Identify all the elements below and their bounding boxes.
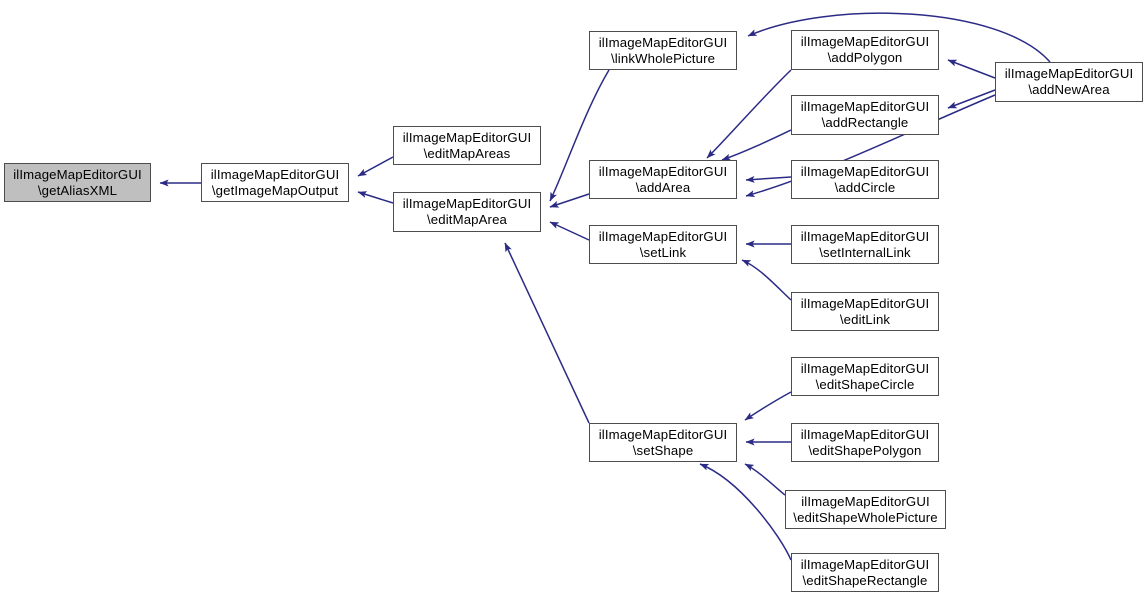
node-class-label: ilImageMapEditorGUI <box>13 166 142 182</box>
graph-edge <box>549 193 590 208</box>
graph-edge <box>745 175 792 183</box>
node-class-label: ilImageMapEditorGUI <box>800 360 930 376</box>
graph-edge <box>549 221 590 241</box>
graph-node-setInternalLink[interactable]: ilImageMapEditorGUI\setInternalLink <box>791 225 939 264</box>
node-method-label: \setLink <box>639 244 687 260</box>
node-method-label: \editMapAreas <box>423 145 511 161</box>
node-class-label: ilImageMapEditorGUI <box>402 129 532 145</box>
node-method-label: \editShapeCircle <box>815 376 915 392</box>
graph-node-addNewArea[interactable]: ilImageMapEditorGUI\addNewArea <box>995 62 1143 102</box>
node-method-label: \addRectangle <box>821 115 909 130</box>
node-class-label: ilImageMapEditorGUI <box>598 426 728 442</box>
node-class-label: ilImageMapEditorGUI <box>402 196 532 211</box>
node-method-label: \addCircle <box>834 179 896 195</box>
graph-node-addArea[interactable]: ilImageMapEditorGUI\addArea <box>589 160 737 199</box>
node-method-label: \setInternalLink <box>819 244 911 260</box>
graph-edge <box>947 89 996 109</box>
graph-edge <box>744 391 792 421</box>
node-method-label: \getAliasXML <box>37 182 118 198</box>
node-class-label: ilImageMapEditorGUI <box>598 34 728 50</box>
graph-edge <box>504 242 590 424</box>
node-class-label: ilImageMapEditorGUI <box>598 228 728 244</box>
node-class-label: ilImageMapEditorGUI <box>801 493 930 509</box>
graph-node-addRectangle[interactable]: ilImageMapEditorGUI\addRectangle <box>791 95 939 135</box>
graph-node-setLink[interactable]: ilImageMapEditorGUI\setLink <box>589 225 737 264</box>
graph-edge <box>699 463 792 561</box>
node-class-label: ilImageMapEditorGUI <box>800 426 930 442</box>
node-method-label: \editShapeRectangle <box>802 572 928 588</box>
node-method-label: \addArea <box>635 179 691 195</box>
graph-node-getImageMapOutput[interactable]: ilImageMapEditorGUI\getImageMapOutput <box>201 163 349 202</box>
graph-edge <box>357 191 394 204</box>
node-class-label: ilImageMapEditorGUI <box>800 556 930 572</box>
graph-edge <box>706 69 792 159</box>
graph-node-getAliasXML[interactable]: ilImageMapEditorGUI\getAliasXML <box>4 163 151 202</box>
graph-edge <box>947 59 996 79</box>
graph-node-editShapeCircle[interactable]: ilImageMapEditorGUI\editShapeCircle <box>791 357 939 396</box>
graph-edge <box>741 259 792 301</box>
node-method-label: \editShapePolygon <box>808 442 922 458</box>
node-class-label: ilImageMapEditorGUI <box>1004 66 1134 81</box>
graph-node-linkWholePicture[interactable]: ilImageMapEditorGUI\linkWholePicture <box>589 31 737 70</box>
node-class-label: ilImageMapEditorGUI <box>210 166 340 182</box>
node-method-label: \addPolygon <box>827 50 903 65</box>
node-class-label: ilImageMapEditorGUI <box>800 228 930 244</box>
graph-node-editLink[interactable]: ilImageMapEditorGUI\editLink <box>791 292 939 331</box>
node-method-label: \editShapeWholePicture <box>793 509 938 525</box>
graph-node-editShapePolygon[interactable]: ilImageMapEditorGUI\editShapePolygon <box>791 423 939 462</box>
graph-edge <box>721 129 792 161</box>
graph-node-editMapAreas[interactable]: ilImageMapEditorGUI\editMapAreas <box>393 126 541 165</box>
graph-node-editShapeWholePicture[interactable]: ilImageMapEditorGUI\editShapeWholePictur… <box>785 490 946 529</box>
node-method-label: \setShape <box>632 442 694 458</box>
node-method-label: \addNewArea <box>1028 82 1110 97</box>
node-class-label: ilImageMapEditorGUI <box>800 34 930 49</box>
graph-node-editMapArea[interactable]: ilImageMapEditorGUI\editMapArea <box>393 192 541 232</box>
node-method-label: \getImageMapOutput <box>211 182 339 198</box>
node-method-label: \editMapArea <box>426 212 508 227</box>
graph-edge <box>357 156 394 177</box>
graph-node-addPolygon[interactable]: ilImageMapEditorGUI\addPolygon <box>791 30 939 70</box>
graph-edge <box>744 463 786 496</box>
node-method-label: \editLink <box>839 311 891 327</box>
graph-node-editShapeRectangle[interactable]: ilImageMapEditorGUI\editShapeRectangle <box>791 553 939 592</box>
node-class-label: ilImageMapEditorGUI <box>800 295 930 311</box>
node-class-label: ilImageMapEditorGUI <box>800 163 930 179</box>
node-class-label: ilImageMapEditorGUI <box>800 99 930 114</box>
graph-node-setShape[interactable]: ilImageMapEditorGUI\setShape <box>589 423 737 462</box>
node-method-label: \linkWholePicture <box>610 50 716 66</box>
graph-node-addCircle[interactable]: ilImageMapEditorGUI\addCircle <box>791 160 939 199</box>
node-class-label: ilImageMapEditorGUI <box>598 163 728 179</box>
